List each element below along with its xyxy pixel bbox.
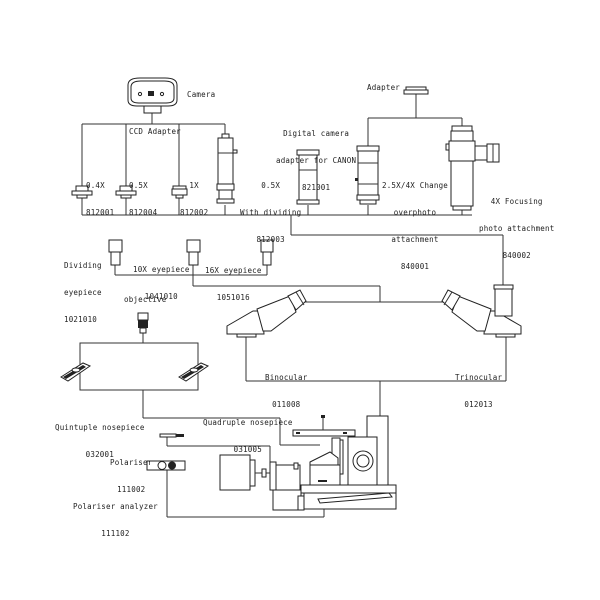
binocular-head-icon [226, 289, 307, 338]
adapter-1x-icon [171, 185, 188, 199]
adapter-05x-mag: 0.5X [129, 181, 148, 190]
quadruple-nosepiece-name: Quadruple nosepiece [203, 418, 293, 427]
eyepiece-10x-line1: 10X eyepiece [133, 265, 190, 274]
camera-label: Camera [187, 90, 216, 99]
eyepiece-16x-label: 16X eyepiece 1051016 [205, 248, 262, 311]
adapter-04x-code: 812001 [86, 208, 115, 217]
eyepiece-16x-code: 1051016 [216, 293, 250, 302]
focusing-photo-line1: 4X Focusing [490, 197, 543, 206]
quadruple-nosepiece-code: 031005 [233, 445, 262, 454]
polariser-analyzer-code: 111102 [101, 529, 130, 538]
polariser-icon [159, 433, 184, 438]
adapter-05x-dividing-label: 0.5X With dividing 812003 [240, 163, 301, 253]
objective-icon [137, 312, 149, 334]
polariser-analyzer-icon [146, 460, 186, 471]
adapter-1x-label: 1X 812002 [180, 163, 208, 226]
digital-camera-adapter-label: Digital camera adapter for CANON 821001 [276, 111, 356, 201]
eyepiece-10x-icon [186, 239, 201, 266]
polariser-code: 111002 [117, 485, 146, 494]
digital-camera-adapter-line2: adapter for CANON [276, 156, 357, 165]
quintuple-nosepiece-code: 032001 [85, 450, 114, 459]
eyepiece-16x-icon [260, 239, 274, 266]
focusing-photo-attachment-icon [445, 125, 500, 211]
nosepiece-right-icon [178, 362, 210, 382]
focusing-photo-code: 840002 [502, 251, 531, 260]
objective-label: objective [124, 295, 167, 304]
trinocular-code: 012013 [464, 400, 493, 409]
binocular-code: 011008 [272, 400, 301, 409]
quintuple-nosepiece-label: Quintuple nosepiece 032001 [55, 405, 145, 468]
quintuple-nosepiece-name: Quintuple nosepiece [55, 423, 145, 432]
binocular-label: Binocular 011008 [265, 355, 307, 418]
trinocular-head-icon [441, 284, 522, 338]
adapter-icon [403, 86, 429, 95]
adapter-label: Adapter [367, 83, 401, 92]
adapter-05x-dividing-code: 812003 [256, 235, 285, 244]
adapter-05x-label: 0.5X 812004 [129, 163, 157, 226]
dividing-eyepiece-line1: Dividing [64, 261, 102, 270]
adapter-04x-mag: 0.4X [86, 181, 105, 190]
dividing-eyepiece-label: Dividing eyepiece 1021010 [64, 243, 102, 333]
change-overphoto-line1: 2.5X/4X Change [382, 181, 449, 190]
nosepiece-left-icon [60, 362, 92, 382]
camera-icon [127, 77, 178, 114]
dividing-eyepiece-icon [108, 239, 123, 266]
ccd-adapter-label: CCD Adapter [129, 127, 181, 136]
adapter-05x-icon [115, 185, 137, 199]
polariser-name: Polariser [110, 458, 153, 467]
connector-lines [79, 94, 507, 518]
polariser-analyzer-name: Polariser analyzer [73, 502, 158, 511]
dividing-eyepiece-line2: eyepiece [64, 288, 102, 297]
adapter-1x-code: 812002 [180, 208, 209, 217]
change-overphoto-line3: attachment [391, 235, 439, 244]
quadruple-nosepiece-label: Quadruple nosepiece 031005 [203, 400, 293, 463]
trinocular-label: Trinocular 012013 [455, 355, 502, 418]
adapter-05x-dividing-desc: With dividing [240, 208, 302, 217]
dividing-eyepiece-code: 1021010 [64, 315, 98, 324]
digital-camera-adapter-icon [296, 149, 320, 205]
binocular-name: Binocular [265, 373, 308, 382]
adapter-04x-icon [71, 185, 93, 199]
trinocular-name: Trinocular [455, 373, 503, 382]
eyepiece-10x-label: 10X eyepiece 1041010 [133, 247, 190, 310]
adapter-1x-mag: 1X [189, 181, 199, 190]
polariser-analyzer-label: Polariser analyzer 111102 [73, 484, 158, 547]
focusing-photo-label: 4X Focusing photo attachment 840002 [479, 179, 554, 269]
adapter-04x-label: 0.4X 812001 [86, 163, 114, 226]
digital-camera-adapter-code: 821001 [301, 183, 331, 192]
change-overphoto-line2: overphoto [393, 208, 437, 217]
eyepiece-16x-line1: 16X eyepiece [205, 266, 262, 275]
eyepiece-10x-code: 1041010 [144, 292, 178, 301]
change-overphoto-code: 840001 [400, 262, 430, 271]
change-overphoto-attachment-icon [355, 145, 380, 205]
digital-camera-adapter-line1: Digital camera [283, 129, 350, 138]
microscope-body-icon [219, 415, 397, 511]
polariser-label: Polariser 111002 [110, 440, 152, 503]
adapter-05x-code: 812004 [129, 208, 158, 217]
adapter-05x-dividing-icon [216, 133, 238, 204]
focusing-photo-line2: photo attachment [479, 224, 555, 233]
adapter-05x-dividing-mag: 0.5X [261, 181, 281, 190]
change-overphoto-label: 2.5X/4X Change overphoto attachment 8400… [382, 163, 448, 280]
